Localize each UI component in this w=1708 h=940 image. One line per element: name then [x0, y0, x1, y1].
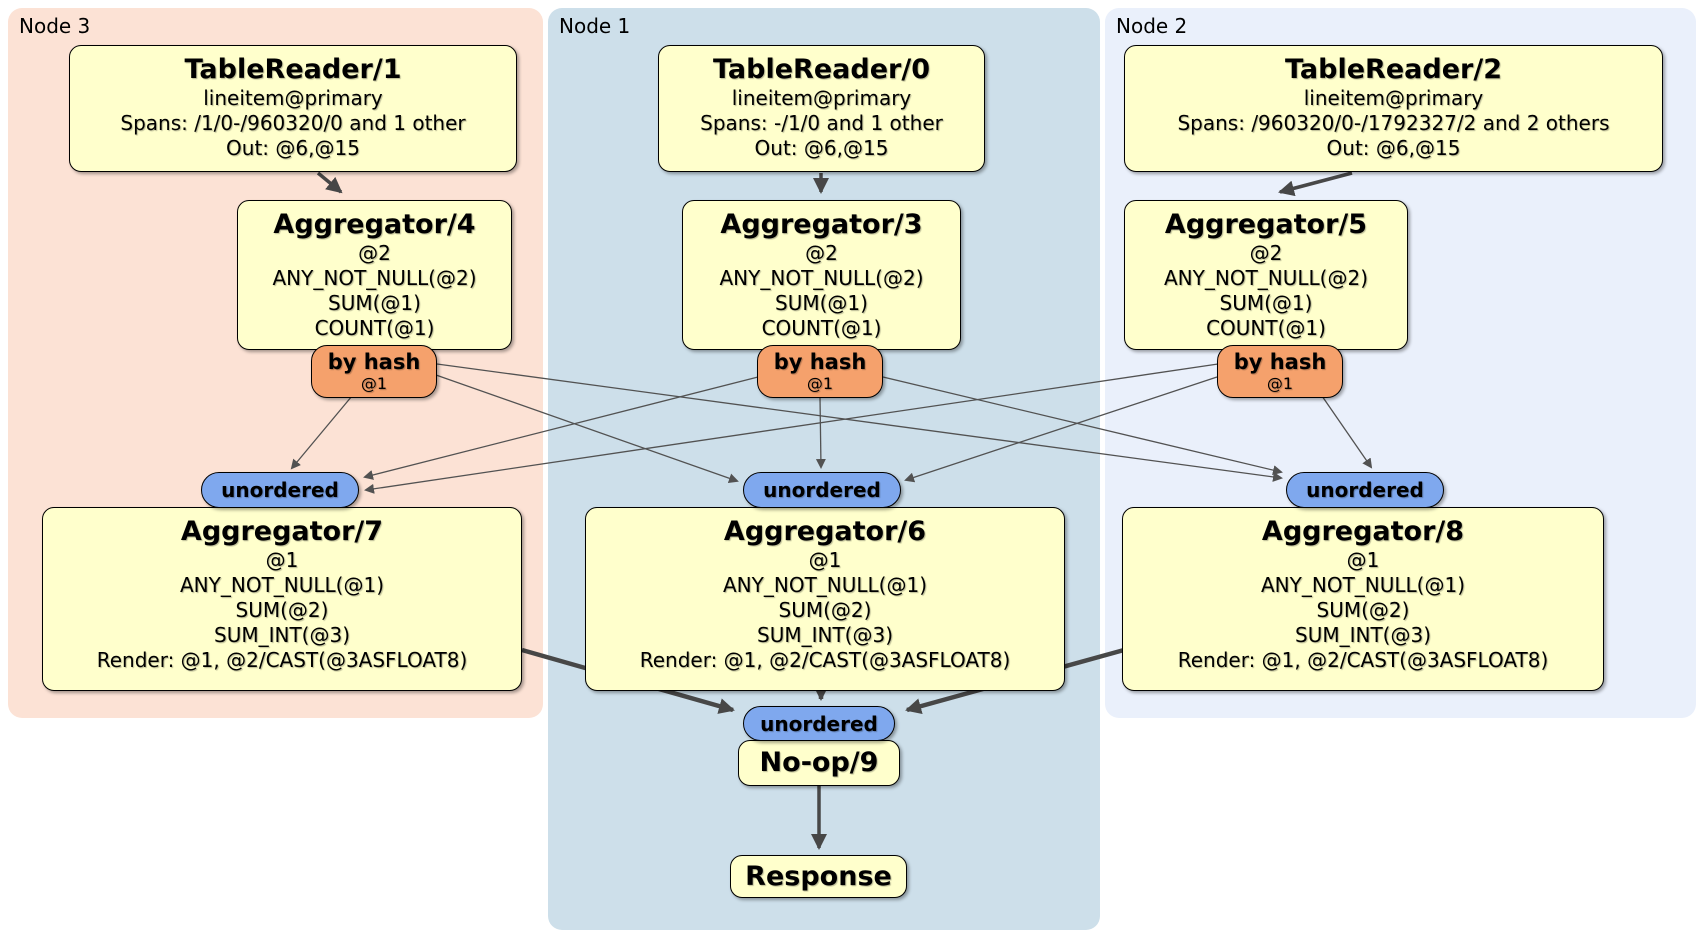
processor-detail-line: ANY_NOT_NULL(@2)	[719, 266, 924, 290]
processor-aggregator-8: Aggregator/8 @1 ANY_NOT_NULL(@1) SUM(@2)…	[1122, 507, 1604, 691]
processor-detail-line: @2	[805, 241, 838, 265]
router-by-hash-node1: by hash @1	[757, 345, 883, 398]
edge-byhash1-to-unordered3	[363, 376, 759, 480]
processor-detail-line: @2	[1249, 241, 1283, 265]
processor-detail-line: ANY_NOT_NULL(@1)	[1261, 573, 1465, 597]
sync-unordered-node3: unordered	[201, 472, 359, 508]
processor-detail-line: @1	[1346, 548, 1380, 572]
sync-label: unordered	[760, 711, 878, 736]
edge-byhash1-to-unordered2	[882, 376, 1283, 476]
response-box: Response	[730, 855, 907, 898]
processor-detail-line: Render: @1, @2/CAST(@3ASFLOAT8)	[639, 648, 1011, 672]
processor-detail-line: Out: @6,@15	[226, 136, 360, 160]
processor-title: Response	[745, 860, 892, 892]
processor-detail-line: COUNT(@1)	[761, 316, 882, 340]
edge-tablereader1-to-aggregator4	[316, 171, 343, 194]
processor-detail-line: @1	[808, 548, 842, 572]
edge-byhash3-to-unordered2	[436, 363, 1283, 482]
edge-byhash2-to-unordered2	[1321, 395, 1373, 469]
processor-detail-line: SUM(@1)	[328, 291, 421, 315]
node3-label: Node 3	[19, 14, 91, 38]
sync-unordered-final: unordered	[743, 706, 895, 741]
router-by-hash-node3: by hash @1	[311, 345, 437, 398]
processor-detail-line: COUNT(@1)	[314, 316, 435, 340]
router-detail: @1	[360, 374, 388, 393]
processor-detail-line: ANY_NOT_NULL(@1)	[723, 573, 927, 597]
processor-detail-line: Out: @6,@15	[1326, 136, 1461, 160]
processor-noop-9: No-op/9	[738, 740, 900, 786]
processor-aggregator-3: Aggregator/3 @2 ANY_NOT_NULL(@2) SUM(@1)…	[682, 200, 961, 350]
router-label: by hash	[773, 350, 867, 374]
router-detail: @1	[806, 374, 834, 393]
processor-detail-line: SUM(@1)	[775, 291, 868, 315]
processor-detail-line: SUM(@2)	[1316, 598, 1410, 622]
processor-detail-line: Spans: /1/0-/960320/0 and 1 other	[120, 111, 466, 135]
processor-aggregator-7: Aggregator/7 @1 ANY_NOT_NULL(@1) SUM(@2)…	[42, 507, 522, 691]
edge-byhash1-to-unordered1	[815, 397, 826, 469]
processor-title: TableReader/2	[1285, 54, 1502, 85]
processor-detail-line: SUM_INT(@3)	[1295, 623, 1431, 647]
processor-tablereader-2: TableReader/2 lineitem@primary Spans: /9…	[1124, 45, 1663, 172]
processor-title: No-op/9	[759, 747, 879, 778]
processor-detail-line: Spans: /960320/0-/1792327/2 and 2 others	[1177, 111, 1610, 135]
processor-aggregator-6: Aggregator/6 @1 ANY_NOT_NULL(@1) SUM(@2)…	[585, 507, 1065, 691]
edge-byhash3-to-unordered3	[290, 395, 353, 470]
processor-title: Aggregator/6	[723, 516, 927, 547]
sync-unordered-node2: unordered	[1286, 472, 1444, 508]
processor-detail-line: lineitem@primary	[731, 86, 912, 110]
processor-title: Aggregator/7	[180, 516, 384, 547]
processor-detail-line: SUM(@2)	[778, 598, 872, 622]
router-label: by hash	[1233, 350, 1327, 374]
processor-detail-line: COUNT(@1)	[1206, 316, 1326, 340]
node2-label: Node 2	[1116, 14, 1188, 38]
sync-label: unordered	[1306, 478, 1424, 502]
processor-tablereader-0: TableReader/0 lineitem@primary Spans: -/…	[658, 45, 985, 172]
processor-detail-line: @2	[358, 241, 391, 265]
processor-detail-line: Render: @1, @2/CAST(@3ASFLOAT8)	[96, 648, 468, 672]
processor-title: TableReader/1	[184, 54, 402, 85]
edge-byhash3-to-unordered1	[435, 374, 739, 484]
node1-label: Node 1	[559, 14, 631, 38]
processor-detail-line: Out: @6,@15	[754, 136, 889, 160]
edge-tablereader2-to-aggregator5	[1278, 171, 1353, 197]
processor-tablereader-1: TableReader/1 lineitem@primary Spans: /1…	[69, 45, 517, 172]
sync-label: unordered	[763, 478, 881, 502]
processor-detail-line: SUM(@2)	[235, 598, 329, 622]
processor-aggregator-4: Aggregator/4 @2 ANY_NOT_NULL(@2) SUM(@1)…	[237, 200, 512, 350]
router-detail: @1	[1266, 374, 1294, 393]
edge-byhash2-to-unordered3	[364, 363, 1219, 494]
processor-detail-line: Render: @1, @2/CAST(@3ASFLOAT8)	[1177, 648, 1549, 672]
edge-byhash2-to-unordered1	[904, 376, 1218, 483]
processor-detail-line: lineitem@primary	[1303, 86, 1484, 110]
processor-title: TableReader/0	[713, 54, 930, 85]
processor-detail-line: ANY_NOT_NULL(@2)	[1164, 266, 1368, 290]
processor-detail-line: @1	[265, 548, 299, 572]
sync-label: unordered	[221, 478, 339, 502]
router-by-hash-node2: by hash @1	[1217, 345, 1343, 398]
processor-title: Aggregator/3	[720, 209, 923, 240]
processor-detail-line: Spans: -/1/0 and 1 other	[700, 111, 943, 135]
processor-title: Aggregator/4	[273, 209, 476, 240]
router-label: by hash	[327, 350, 421, 374]
processor-title: Aggregator/5	[1164, 209, 1368, 240]
processor-detail-line: SUM_INT(@3)	[757, 623, 893, 647]
processor-detail-line: lineitem@primary	[203, 86, 383, 110]
processor-detail-line: SUM_INT(@3)	[214, 623, 350, 647]
processor-detail-line: SUM(@1)	[1219, 291, 1313, 315]
processor-title: Aggregator/8	[1261, 516, 1465, 547]
processor-aggregator-5: Aggregator/5 @2 ANY_NOT_NULL(@2) SUM(@1)…	[1124, 200, 1408, 350]
processor-detail-line: ANY_NOT_NULL(@1)	[180, 573, 384, 597]
processor-detail-line: ANY_NOT_NULL(@2)	[272, 266, 477, 290]
sync-unordered-node1: unordered	[743, 472, 901, 508]
